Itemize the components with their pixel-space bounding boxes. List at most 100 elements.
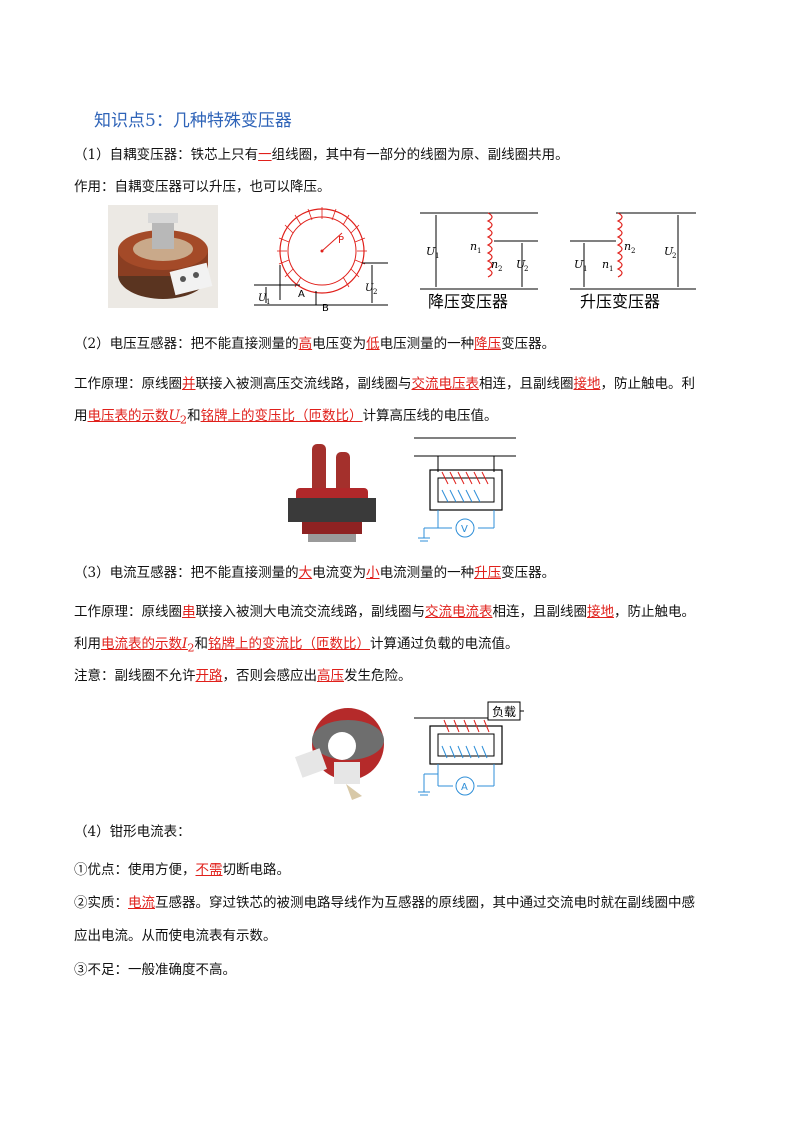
answer-blank: 串 xyxy=(182,604,196,620)
autotransformer-photo xyxy=(108,205,218,308)
label-n1-sub: 1 xyxy=(609,265,613,273)
clamp-meter-shortcoming: ③不足：一般准确度不高。 xyxy=(74,962,236,978)
answer-blank: 高 xyxy=(298,336,313,352)
answer-blank: 铭牌上的变流比（匝数比） xyxy=(208,636,371,652)
label-u2: U xyxy=(516,258,526,271)
text: 利用 xyxy=(74,636,101,652)
label-u2-sub: 2 xyxy=(672,252,676,260)
current-transformer-photo xyxy=(290,700,390,804)
text: 发生危险。 xyxy=(344,668,412,684)
text: 联接入被测高压交流线路，副线圈与 xyxy=(195,376,412,392)
answer-blank: 接地 xyxy=(587,604,614,620)
text: ①优点：使用方便， xyxy=(74,862,196,878)
answer-blank: 铭牌上的变压比（匝数比） xyxy=(200,408,363,424)
section-title: 知识点5：几种特殊变压器 xyxy=(94,111,292,131)
text: 电压测量的一种 xyxy=(379,336,475,352)
step-down-transformer-diagram: U 1 n 1 n 2 U 2 降压变压器 xyxy=(420,212,538,311)
text: 电流变为 xyxy=(312,565,367,581)
answer-blank: 交流电流表 xyxy=(425,604,493,620)
text: 电流表的示数 xyxy=(101,636,182,652)
text: （1）自耦变压器：铁芯上只有 xyxy=(74,147,259,163)
clamp-meter-essence: ②实质：电流互感器。穿过铁芯的被测电路导线作为互感器的原线圈，其中通过交流电时就… xyxy=(74,893,695,913)
current-transformer-circuit: 负载 A xyxy=(414,701,524,796)
answer-blank: 电压表的示数U2 xyxy=(87,408,188,427)
text: U xyxy=(168,408,180,424)
text: （3）电流互感器：把不能直接测量的 xyxy=(74,565,299,581)
text: 用 xyxy=(74,408,88,424)
voltage-transformer-definition: （2）电压互感器：把不能直接测量的高电压变为低电压测量的一种降压变压器。 xyxy=(74,334,555,354)
label-n2-sub: 2 xyxy=(498,265,502,273)
label-n2: n xyxy=(624,240,631,253)
text: ，防止触电。利 xyxy=(600,376,696,392)
clamp-meter-essence-cont: 应出电流。从而使电流表有示数。 xyxy=(74,928,277,944)
text: 互感器。穿过铁芯的被测电路导线作为互感器的原线圈，其中通过交流电时就在副线圈中感 xyxy=(155,895,695,911)
label-n1-sub: 1 xyxy=(477,247,481,255)
answer-blank: 一 xyxy=(258,147,272,163)
label-u2: U xyxy=(664,245,674,258)
voltage-transformer-photo xyxy=(282,438,382,550)
clamp-meter-heading: （4）钳形电流表： xyxy=(74,824,191,840)
text: 电压变为 xyxy=(312,336,367,352)
label-u1-sub: 1 xyxy=(583,265,587,273)
autotransformer-function: 作用：自耦变压器可以升压，也可以降压。 xyxy=(74,179,331,195)
text: 电压表的示数 xyxy=(87,408,169,424)
label-n2-sub: 2 xyxy=(631,247,635,255)
load-label: 负载 xyxy=(492,705,516,719)
autotransformer-definition: （1）自耦变压器：铁芯上只有一组线圈，其中有一部分的线圈为原、副线圈共用。 xyxy=(74,145,569,165)
answer-blank: 并 xyxy=(182,376,196,392)
text: （2）电压互感器：把不能直接测量的 xyxy=(74,336,299,352)
text: 计算高压线的电压值。 xyxy=(362,408,498,424)
text: ，防止触电。 xyxy=(614,604,695,620)
text: 注意：副线圈不允许 xyxy=(74,668,196,684)
subscript: 2 xyxy=(187,641,195,655)
ammeter-label: A xyxy=(461,782,468,793)
text: ，否则会感应出 xyxy=(222,668,318,684)
answer-blank: 小 xyxy=(366,565,380,581)
label-u1: U xyxy=(574,258,584,271)
autotransformer-toroid-diagram: P A B U 1 U 2 xyxy=(254,207,388,313)
text: 变压器。 xyxy=(501,336,556,352)
answer-blank: 升压 xyxy=(474,565,502,581)
current-transformer-warning: 注意：副线圈不允许开路，否则会感应出高压发生危险。 xyxy=(74,666,412,686)
answer-blank: 大 xyxy=(298,565,313,581)
label-u2-sub: 2 xyxy=(373,288,377,296)
text: 切断电路。 xyxy=(222,862,291,878)
label-p: P xyxy=(338,235,344,246)
clamp-meter-advantage: ①优点：使用方便，不需切断电路。 xyxy=(74,860,290,880)
current-transformer-principle: 工作原理：原线圈串联接入被测大电流交流线路，副线圈与交流电流表相连，且副线圈接地… xyxy=(74,602,695,622)
text: 组线圈，其中有一部分的线圈为原、副线圈共用。 xyxy=(271,147,569,163)
label-a: A xyxy=(298,289,305,300)
text: 电流测量的一种 xyxy=(379,565,475,581)
current-transformer-principle-cont: 利用电流表的示数I2和铭牌上的变流比（匝数比）计算通过负载的电流值。 xyxy=(74,634,519,659)
text: 工作原理：原线圈 xyxy=(74,604,182,620)
current-transformer-definition: （3）电流互感器：把不能直接测量的大电流变为小电流测量的一种升压变压器。 xyxy=(74,563,555,583)
answer-blank: 接地 xyxy=(573,376,601,392)
text: I xyxy=(182,636,188,652)
answer-blank: 低 xyxy=(366,336,380,352)
label-n1: n xyxy=(470,240,477,253)
voltage-transformer-principle-cont: 用电压表的示数U2和铭牌上的变压比（匝数比）计算高压线的电压值。 xyxy=(74,406,498,431)
label-u1-sub: 1 xyxy=(266,298,270,306)
answer-blank: 高压 xyxy=(317,668,344,684)
text: ②实质： xyxy=(74,895,128,911)
answer-blank: 开路 xyxy=(195,668,223,684)
answer-blank: 不需 xyxy=(195,862,223,878)
text: 和 xyxy=(194,636,209,652)
text: 计算通过负载的电流值。 xyxy=(370,636,519,652)
text: 相连，且副线圈 xyxy=(479,376,574,392)
label-n2: n xyxy=(491,258,498,271)
voltmeter-label: V xyxy=(461,524,468,535)
text: 联接入被测大电流交流线路，副线圈与 xyxy=(195,604,426,620)
text: 变压器。 xyxy=(501,565,556,581)
label-u2-sub: 2 xyxy=(524,265,528,273)
voltage-transformer-principle: 工作原理：原线圈并联接入被测高压交流线路，副线圈与交流电压表相连，且副线圈接地，… xyxy=(74,374,695,394)
label-n1: n xyxy=(602,258,609,271)
answer-blank: 电流表的示数I2 xyxy=(101,636,195,655)
answer-blank: 降压 xyxy=(474,336,502,352)
text: 相连，且副线圈 xyxy=(492,604,588,620)
answer-blank: 交流电压表 xyxy=(411,376,480,392)
label-u1: U xyxy=(258,293,267,304)
label-u1-sub: 1 xyxy=(435,252,439,260)
text: 工作原理：原线圈 xyxy=(74,376,182,392)
